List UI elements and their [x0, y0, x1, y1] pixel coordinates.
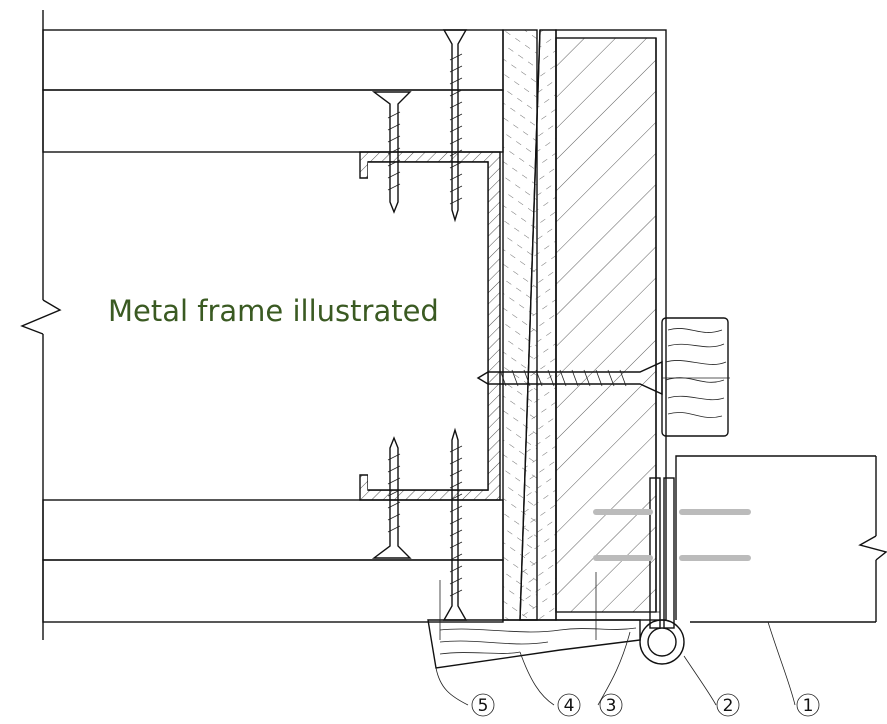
- callout-4: 4: [557, 693, 581, 717]
- svg-text:2: 2: [723, 696, 734, 716]
- screw-top-long: [442, 29, 468, 223]
- callout-1: 1: [796, 693, 820, 717]
- lower-stud-boards: [42, 499, 504, 623]
- leader-lines: [435, 621, 796, 706]
- hinge: [639, 477, 685, 665]
- svg-text:3: 3: [606, 696, 617, 716]
- callout-2: 2: [716, 693, 740, 717]
- screws: [371, 29, 730, 621]
- upper-stud-boards: [42, 29, 504, 153]
- wall-break-line: [20, 10, 62, 640]
- timber-frame: [555, 29, 667, 621]
- screw-top-short: [371, 91, 412, 214]
- screw-horizontal: [476, 360, 730, 396]
- hinge-screws: [593, 509, 751, 561]
- drawing-caption: Metal frame illustrated: [108, 294, 439, 328]
- svg-text:5: 5: [478, 696, 489, 716]
- callout-3: 3: [599, 693, 623, 717]
- screw-bottom-long: [442, 427, 468, 621]
- svg-text:4: 4: [564, 696, 575, 716]
- board-layers: [502, 29, 557, 621]
- wood-shim-block: [661, 317, 729, 437]
- door-leaf: [675, 455, 887, 623]
- metal-frame-profile: [359, 151, 501, 501]
- svg-text:1: 1: [803, 696, 814, 716]
- architrave-trim: [427, 572, 641, 669]
- callout-5: 5: [471, 693, 495, 717]
- screw-bottom-short: [371, 436, 412, 559]
